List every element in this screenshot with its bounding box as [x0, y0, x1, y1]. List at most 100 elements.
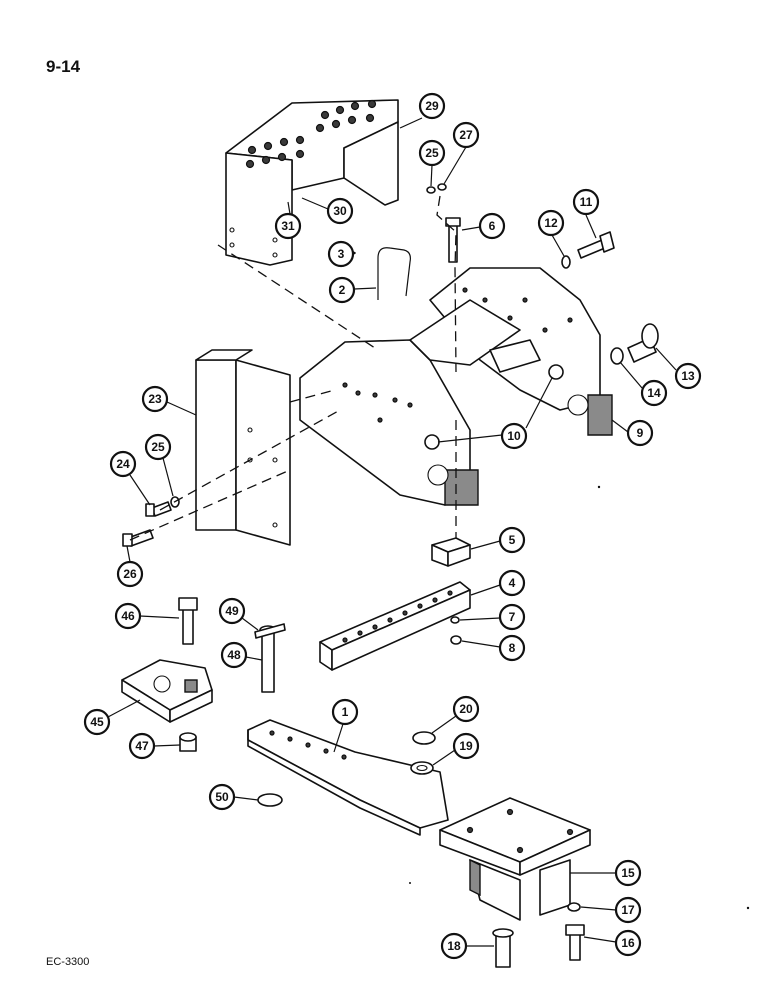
support-15 — [439, 797, 591, 921]
svg-text:13: 13 — [681, 369, 695, 383]
nut-47 — [179, 732, 197, 752]
svg-text:27: 27 — [459, 128, 473, 142]
pin-48-49 — [254, 623, 286, 693]
callout-7: 7 — [459, 603, 526, 631]
bolt-46 — [178, 597, 198, 645]
washer-14 — [610, 347, 624, 365]
bolt-16 — [565, 924, 585, 961]
clevis-45 — [121, 659, 213, 723]
dash-26 — [129, 469, 291, 541]
svg-text:25: 25 — [151, 440, 165, 454]
callout-6: 6 — [461, 212, 506, 240]
drawbar-1 — [247, 719, 449, 836]
svg-text:3: 3 — [338, 247, 345, 261]
bolt-26 — [122, 529, 154, 547]
callout-30: 30 — [301, 197, 354, 225]
svg-text:14: 14 — [647, 386, 661, 400]
callout-27: 27 — [443, 121, 480, 185]
callout-14: 14 — [619, 361, 668, 407]
dash-29 — [217, 244, 379, 351]
svg-text:6: 6 — [489, 219, 496, 233]
main-bracket — [299, 267, 613, 506]
svg-text:49: 49 — [225, 604, 239, 618]
callout-45: 45 — [83, 699, 141, 736]
washer-20 — [412, 731, 436, 745]
svg-text:47: 47 — [135, 739, 149, 753]
svg-text:26: 26 — [123, 567, 137, 581]
footer-code: EC-3300 — [46, 956, 90, 968]
svg-text:29: 29 — [425, 99, 439, 113]
callout-16: 16 — [583, 929, 642, 957]
svg-text:23: 23 — [148, 392, 162, 406]
callout-8: 8 — [461, 634, 526, 662]
washer-7 — [450, 616, 460, 624]
washer-12 — [561, 255, 571, 269]
svg-text:1: 1 — [342, 705, 349, 719]
block-5 — [431, 537, 471, 567]
clip-50 — [257, 793, 283, 807]
svg-text:4: 4 — [509, 576, 516, 590]
svg-text:2: 2 — [339, 283, 346, 297]
svg-text:8: 8 — [509, 641, 516, 655]
svg-text:5: 5 — [509, 533, 516, 547]
svg-text:19: 19 — [459, 739, 473, 753]
callout-3: 3 — [327, 240, 355, 268]
pin-13 — [627, 323, 659, 363]
callout-48: 48 — [220, 641, 263, 669]
nut-8 — [450, 635, 462, 645]
bolt-6 — [445, 217, 461, 263]
page-number: 9-14 — [46, 57, 81, 76]
callout-24: 24 — [109, 450, 151, 506]
svg-text:12: 12 — [544, 216, 558, 230]
u-bolt-2 — [377, 247, 411, 300]
callout-20: 20 — [431, 695, 480, 734]
bolt-11 — [577, 231, 615, 259]
svg-text:31: 31 — [281, 219, 295, 233]
callout-23: 23 — [141, 385, 197, 416]
callout-1: 1 — [331, 698, 359, 753]
svg-text:16: 16 — [621, 936, 635, 950]
callout-13: 13 — [655, 347, 702, 390]
svg-text:18: 18 — [447, 939, 461, 953]
dash-24 — [159, 409, 341, 511]
dash-23 — [289, 389, 336, 403]
callout-2: 2 — [328, 276, 377, 304]
svg-text:9: 9 — [637, 426, 644, 440]
svg-text:10: 10 — [507, 429, 521, 443]
callout-46: 46 — [114, 602, 180, 630]
callout-19: 19 — [432, 732, 480, 766]
svg-text:45: 45 — [90, 715, 104, 729]
callout-9: 9 — [611, 419, 654, 447]
svg-text:17: 17 — [621, 903, 635, 917]
svg-text:20: 20 — [459, 702, 473, 716]
callout-47: 47 — [128, 732, 181, 760]
nut-washer-25-27-top — [426, 183, 447, 194]
svg-text:7: 7 — [509, 610, 516, 624]
callout-5: 5 — [470, 526, 526, 554]
svg-text:15: 15 — [621, 866, 635, 880]
callout-26: 26 — [116, 545, 144, 588]
svg-text:50: 50 — [215, 790, 229, 804]
bracket-23 — [195, 349, 291, 546]
callout-29: 29 — [399, 92, 446, 129]
washer-17 — [567, 902, 581, 912]
callout-31: 31 — [274, 201, 302, 240]
callout-17: 17 — [580, 896, 642, 924]
callout-25-top: 25 — [418, 139, 446, 187]
svg-text:48: 48 — [227, 648, 241, 662]
svg-text:25: 25 — [425, 146, 439, 160]
svg-text:24: 24 — [116, 457, 130, 471]
pin-18 — [492, 928, 514, 968]
drawbar-plate-4 — [319, 581, 471, 671]
svg-text:11: 11 — [580, 195, 593, 209]
callout-4: 4 — [470, 569, 526, 597]
callout-10: 10 — [437, 377, 553, 450]
callout-11: 11 — [572, 188, 600, 239]
svg-text:46: 46 — [121, 609, 135, 623]
callout-49: 49 — [218, 597, 259, 631]
callout-50: 50 — [208, 783, 259, 811]
callout-15: 15 — [570, 859, 642, 887]
callout-25-lower: 25 — [144, 433, 174, 497]
step-plate-29 — [225, 99, 399, 266]
